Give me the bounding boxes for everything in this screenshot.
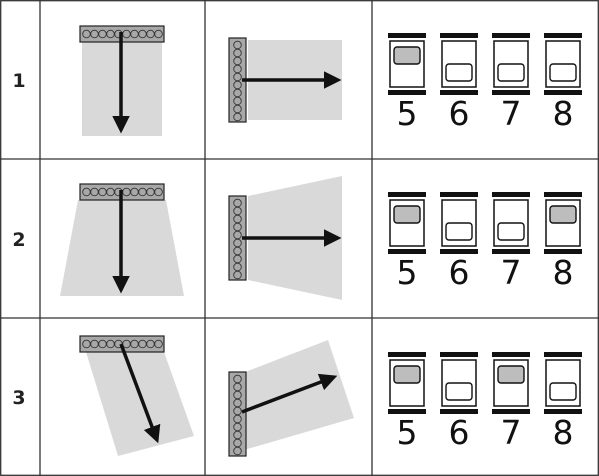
config-row-1: 1 bbox=[12, 25, 582, 136]
dip-switch-6: 6 bbox=[440, 192, 478, 292]
switch-knob bbox=[549, 63, 577, 82]
dip-switch-7: 7 bbox=[492, 352, 530, 452]
dip-switch-5: 5 bbox=[388, 352, 426, 452]
switch-knob bbox=[549, 205, 577, 224]
switch-number: 6 bbox=[449, 94, 470, 133]
switch-number: 7 bbox=[501, 94, 522, 133]
row-number: 1 bbox=[12, 70, 25, 92]
switch-number: 5 bbox=[397, 253, 418, 292]
switch-knob bbox=[497, 365, 525, 384]
sensor-strip-vertical bbox=[228, 37, 247, 123]
detection-beam bbox=[240, 340, 354, 450]
ceiling-mount-view bbox=[60, 183, 184, 296]
wall-mount-view bbox=[228, 340, 354, 457]
dip-switch-8: 8 bbox=[544, 192, 582, 292]
switch-number: 5 bbox=[397, 413, 418, 452]
row-number: 2 bbox=[12, 229, 25, 251]
dip-switch-5: 5 bbox=[388, 192, 426, 292]
dip-switch-group: 5 6 7 8 bbox=[388, 33, 582, 133]
switch-knob bbox=[497, 222, 525, 241]
dip-switch-group: 5 6 7 8 bbox=[388, 352, 582, 452]
direction-arrow bbox=[241, 373, 338, 414]
row-number: 3 bbox=[12, 387, 25, 409]
config-row-3: 3 bbox=[12, 335, 582, 457]
direction-arrow bbox=[119, 343, 161, 444]
switch-knob bbox=[445, 382, 473, 401]
switch-number: 7 bbox=[501, 253, 522, 292]
sensor-strip-vertical bbox=[228, 371, 247, 457]
switch-number: 7 bbox=[501, 413, 522, 452]
switch-knob bbox=[393, 46, 421, 65]
dip-switch-5: 5 bbox=[388, 33, 426, 133]
switch-number: 8 bbox=[553, 413, 574, 452]
ceiling-mount-view bbox=[79, 25, 165, 136]
switch-knob bbox=[445, 63, 473, 82]
dip-switch-7: 7 bbox=[492, 33, 530, 133]
wall-mount-view bbox=[228, 37, 342, 123]
dip-switch-7: 7 bbox=[492, 192, 530, 292]
switch-knob bbox=[445, 222, 473, 241]
switch-knob bbox=[497, 63, 525, 82]
switch-knob bbox=[549, 382, 577, 401]
switch-number: 6 bbox=[449, 253, 470, 292]
dip-switch-group: 5 6 7 8 bbox=[388, 192, 582, 292]
switch-knob bbox=[393, 205, 421, 224]
wall-mount-view bbox=[228, 176, 342, 300]
dip-switch-6: 6 bbox=[440, 33, 478, 133]
switch-number: 8 bbox=[553, 253, 574, 292]
dip-switch-8: 8 bbox=[544, 352, 582, 452]
switch-number: 6 bbox=[449, 413, 470, 452]
switch-number: 5 bbox=[397, 94, 418, 133]
switch-number: 8 bbox=[553, 94, 574, 133]
dip-switch-6: 6 bbox=[440, 352, 478, 452]
sensor-strip-vertical bbox=[228, 195, 247, 281]
dip-switch-8: 8 bbox=[544, 33, 582, 133]
detection-beam bbox=[86, 352, 194, 456]
switch-knob bbox=[393, 365, 421, 384]
ceiling-mount-view bbox=[79, 335, 194, 456]
config-row-2: 2 bbox=[12, 176, 582, 300]
